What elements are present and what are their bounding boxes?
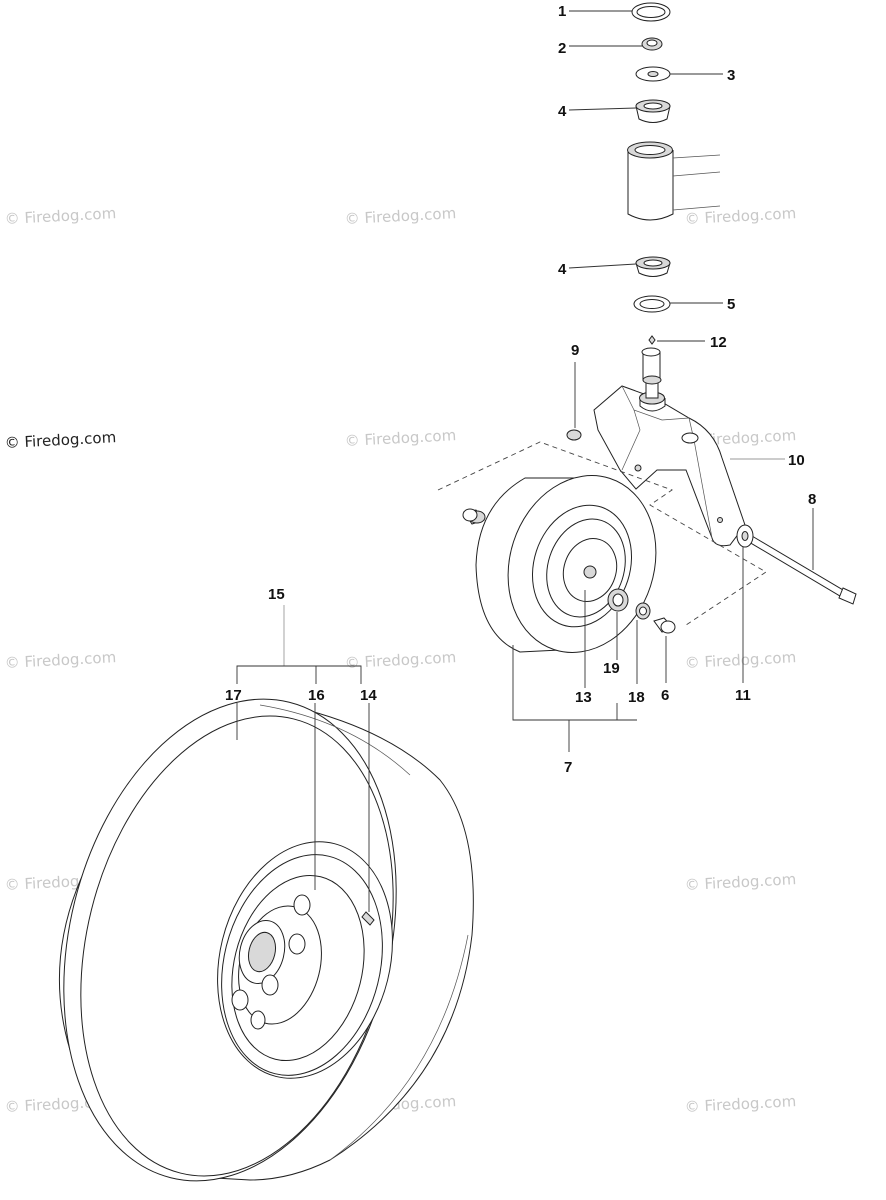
callout-label: 18 bbox=[628, 689, 645, 706]
part-washer bbox=[635, 66, 671, 82]
callout-label: 13 bbox=[575, 689, 592, 706]
callout-label: 19 bbox=[603, 660, 620, 677]
part-seal-lower bbox=[633, 295, 671, 313]
callout-label: 5 bbox=[727, 296, 735, 313]
watermark: © Firedog.com bbox=[344, 648, 456, 672]
part-bearing-upper bbox=[635, 99, 671, 123]
leader-lines bbox=[236, 10, 814, 912]
callout-label: 6 bbox=[661, 687, 669, 704]
part-caster-fork bbox=[593, 347, 746, 547]
watermark: © Firedog.com bbox=[344, 204, 456, 228]
callout-label: 15 bbox=[268, 586, 285, 603]
part-grease-fitting bbox=[648, 335, 656, 345]
watermark: © Firedog.com bbox=[4, 204, 116, 228]
watermark: © Firedog.com bbox=[344, 426, 456, 450]
part-wheel-bearing bbox=[607, 588, 629, 612]
part-spindle-tube bbox=[627, 141, 721, 221]
part-small-wheel bbox=[475, 475, 657, 653]
watermark-dark: © Firedog.com bbox=[4, 428, 116, 452]
callout-label: 9 bbox=[571, 342, 579, 359]
part-large-tire bbox=[58, 698, 474, 1182]
part-nut bbox=[641, 37, 663, 51]
part-bushing-right bbox=[653, 617, 676, 634]
part-bushing-left bbox=[462, 508, 486, 525]
callout-label: 2 bbox=[558, 40, 566, 57]
part-spacer bbox=[736, 524, 754, 548]
callout-label: 7 bbox=[564, 759, 572, 776]
part-bearing-lower bbox=[635, 256, 671, 277]
callout-label: 17 bbox=[225, 687, 242, 704]
part-axle-bolt bbox=[748, 535, 857, 605]
part-seal-top bbox=[631, 2, 671, 22]
watermark: © Firedog.com bbox=[684, 870, 796, 894]
callout-label: 16 bbox=[308, 687, 325, 704]
part-spacer-small bbox=[635, 602, 651, 620]
watermark: © Firedog.com bbox=[684, 1092, 796, 1116]
watermark: © Firedog.com bbox=[684, 648, 796, 672]
axle-alignment-line bbox=[437, 441, 767, 626]
callout-label: 12 bbox=[710, 334, 727, 351]
callout-label: 10 bbox=[788, 452, 805, 469]
callout-label: 4 bbox=[558, 261, 567, 278]
callout-label: 8 bbox=[808, 491, 816, 508]
part-fitting-side bbox=[566, 429, 582, 441]
watermark: © Firedog.com bbox=[684, 204, 796, 228]
callout-label: 11 bbox=[735, 687, 751, 704]
callout-label: 14 bbox=[360, 687, 377, 704]
callout-labels: 1 2 3 4 4 5 12 9 10 8 15 17 16 14 19 13 … bbox=[225, 3, 816, 776]
callout-label: 3 bbox=[727, 67, 735, 84]
watermark: © Firedog.com bbox=[4, 648, 116, 672]
callout-label: 4 bbox=[558, 103, 567, 120]
callout-label: 1 bbox=[558, 3, 566, 20]
